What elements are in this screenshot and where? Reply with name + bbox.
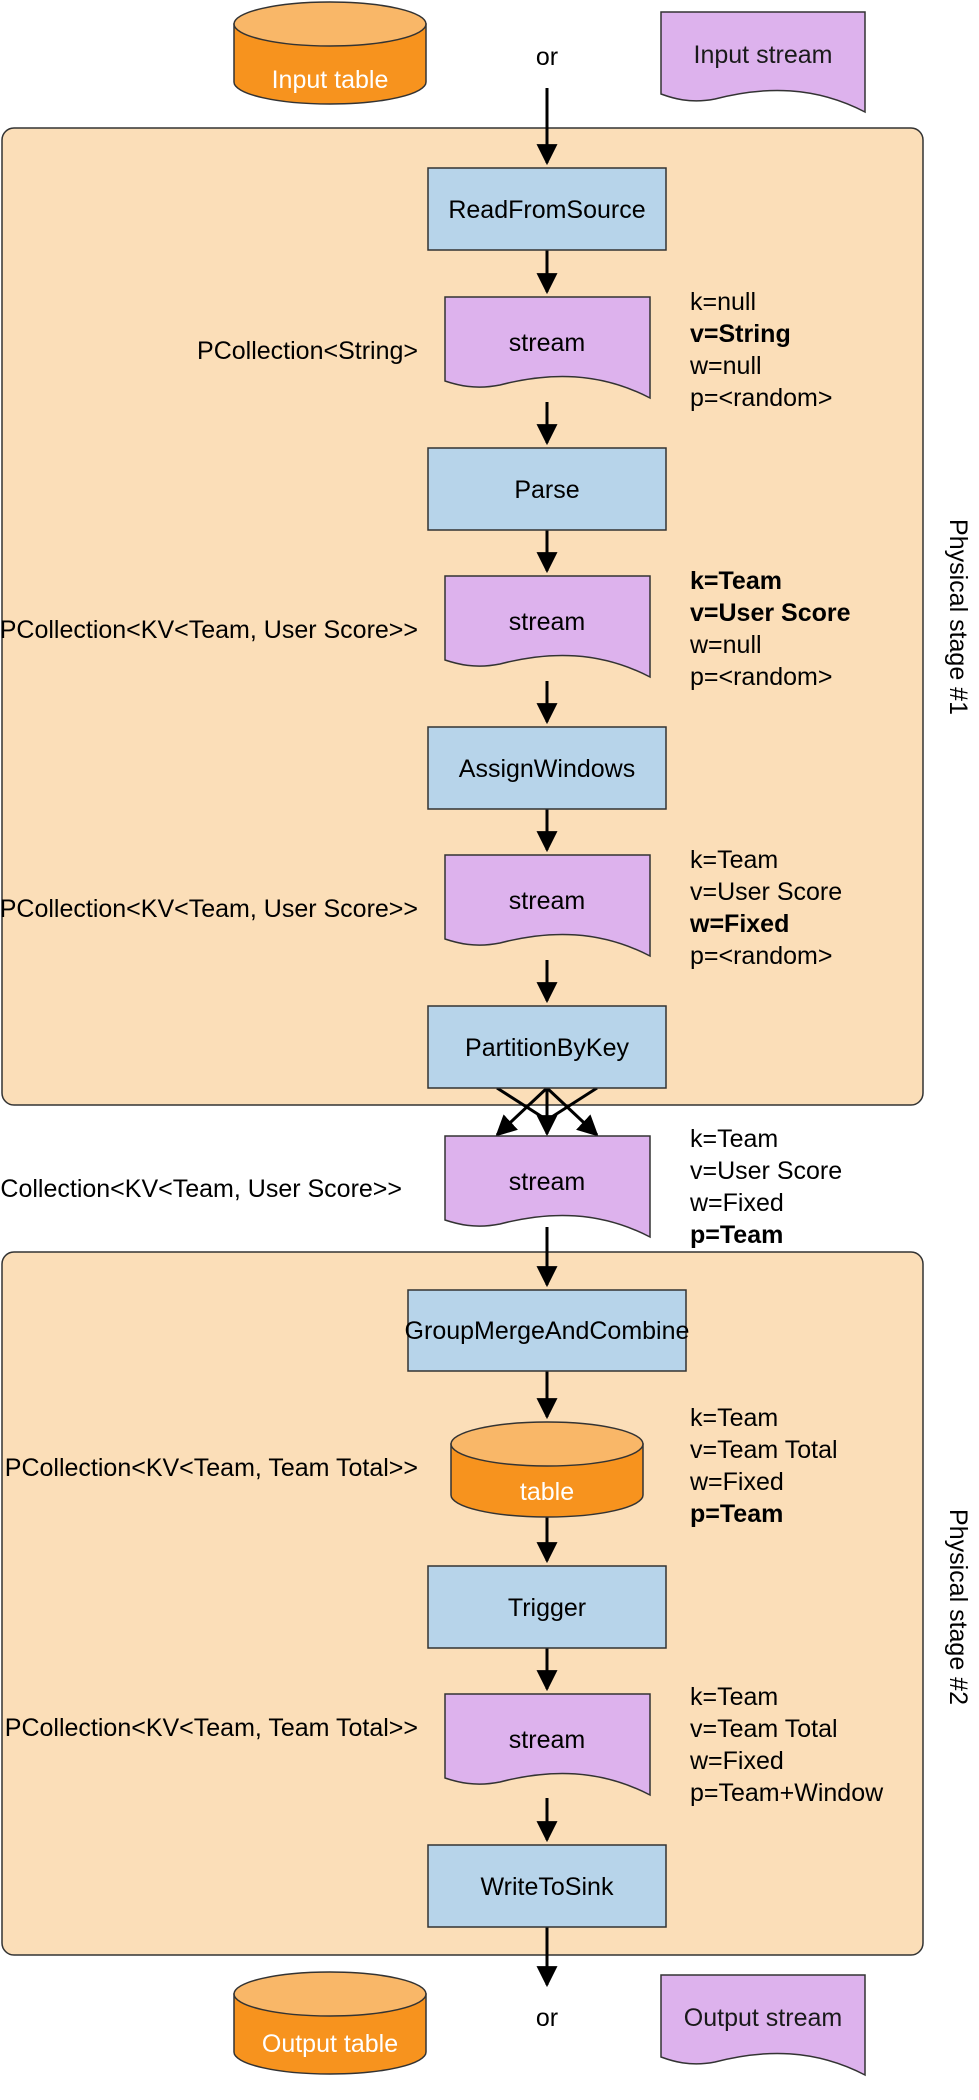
svg-text:p=Team: p=Team — [690, 1221, 783, 1249]
svg-text:p=<random>: p=<random> — [690, 663, 832, 691]
collection-6-props: k=Team v=Team Total w=Fixed p=Team+Windo… — [689, 1683, 884, 1807]
collection-4-stream: stream — [444, 1135, 651, 1239]
svg-text:stream: stream — [509, 1726, 585, 1754]
svg-text:w=Fixed: w=Fixed — [689, 910, 789, 938]
node-partition-by-key: PartitionByKey — [427, 1005, 667, 1089]
svg-text:p=Team+Window: p=Team+Window — [690, 1779, 884, 1807]
svg-text:Parse: Parse — [514, 476, 579, 504]
collection-4-props: k=Team v=User Score w=Fixed p=Team — [689, 1125, 842, 1249]
collection-3-type: PCollection<KV<Team, User Score>> — [0, 895, 418, 923]
svg-text:k=null: k=null — [690, 288, 756, 316]
node-write-to-sink: WriteToSink — [427, 1844, 667, 1928]
svg-text:k=Team: k=Team — [690, 1683, 778, 1711]
collection-6-stream: stream — [444, 1693, 651, 1797]
collection-2-stream: stream — [444, 575, 651, 679]
flow-arrows — [495, 88, 599, 1988]
svg-text:AssignWindows: AssignWindows — [459, 755, 635, 783]
node-trigger: Trigger — [427, 1565, 667, 1649]
svg-text:w=Fixed: w=Fixed — [689, 1189, 784, 1217]
bottom-or-label: or — [536, 2004, 558, 2032]
svg-text:stream: stream — [509, 887, 585, 915]
svg-text:k=Team: k=Team — [690, 1125, 778, 1153]
svg-text:p=<random>: p=<random> — [690, 942, 832, 970]
svg-text:table: table — [520, 1478, 574, 1506]
svg-text:w=null: w=null — [689, 352, 762, 380]
svg-text:v=String: v=String — [690, 320, 791, 348]
collection-5-table: table — [450, 1421, 644, 1518]
svg-text:stream: stream — [509, 1168, 585, 1196]
collection-5-props: k=Team v=Team Total w=Fixed p=Team — [689, 1404, 838, 1528]
output-table-label: Output table — [262, 2030, 398, 2058]
svg-text:w=null: w=null — [689, 631, 762, 659]
collection-6-type: PCollection<KV<Team, Team Total>> — [5, 1714, 418, 1742]
svg-text:k=Team: k=Team — [690, 1404, 778, 1432]
svg-text:p=<random>: p=<random> — [690, 384, 832, 412]
svg-text:k=Team: k=Team — [690, 567, 782, 595]
svg-text:v=Team Total: v=Team Total — [690, 1715, 838, 1743]
svg-text:w=Fixed: w=Fixed — [689, 1747, 784, 1775]
top-or-label: or — [536, 43, 558, 71]
output-stream: Output stream — [660, 1974, 866, 2077]
input-stream: Input stream — [660, 11, 866, 114]
stage-1-label: Physical stage #1 — [944, 519, 972, 715]
collection-2-type: PCollection<KV<Team, User Score>> — [0, 616, 418, 644]
svg-text:Trigger: Trigger — [508, 1594, 586, 1622]
svg-text:PartitionByKey: PartitionByKey — [465, 1034, 629, 1062]
svg-text:v=Team Total: v=Team Total — [690, 1436, 838, 1464]
output-table: Output table — [233, 1971, 427, 2075]
node-group-merge-and-combine: GroupMergeAndCombine — [405, 1289, 690, 1372]
svg-text:v=User Score: v=User Score — [690, 878, 842, 906]
svg-text:ReadFromSource: ReadFromSource — [448, 196, 645, 224]
svg-text:v=User Score: v=User Score — [690, 1157, 842, 1185]
collection-5-type: PCollection<KV<Team, Team Total>> — [5, 1454, 418, 1482]
node-read-from-source: ReadFromSource — [427, 167, 667, 251]
svg-text:WriteToSink: WriteToSink — [481, 1873, 614, 1901]
collection-4-type: PCollection<KV<Team, User Score>> — [0, 1175, 402, 1203]
stage-2-label: Physical stage #2 — [944, 1509, 972, 1705]
collection-1-props: k=null v=String w=null p=<random> — [689, 288, 832, 412]
svg-text:v=User Score: v=User Score — [690, 599, 851, 627]
output-stream-label: Output stream — [684, 2004, 842, 2032]
svg-text:stream: stream — [509, 608, 585, 636]
input-stream-label: Input stream — [694, 41, 833, 69]
node-parse: Parse — [427, 447, 667, 531]
collection-3-stream: stream — [444, 854, 651, 958]
collection-2-props: k=Team v=User Score w=null p=<random> — [689, 567, 851, 691]
input-table: Input table — [233, 1, 427, 105]
collection-1-stream: stream — [444, 296, 651, 400]
svg-text:k=Team: k=Team — [690, 846, 778, 874]
collection-1-type: PCollection<String> — [197, 337, 418, 365]
collection-3-props: k=Team v=User Score w=Fixed p=<random> — [689, 846, 842, 970]
node-assign-windows: AssignWindows — [427, 726, 667, 810]
input-table-label: Input table — [272, 66, 389, 94]
svg-text:p=Team: p=Team — [690, 1500, 783, 1528]
svg-text:stream: stream — [509, 329, 585, 357]
svg-text:GroupMergeAndCombine: GroupMergeAndCombine — [405, 1317, 690, 1345]
svg-text:w=Fixed: w=Fixed — [689, 1468, 784, 1496]
